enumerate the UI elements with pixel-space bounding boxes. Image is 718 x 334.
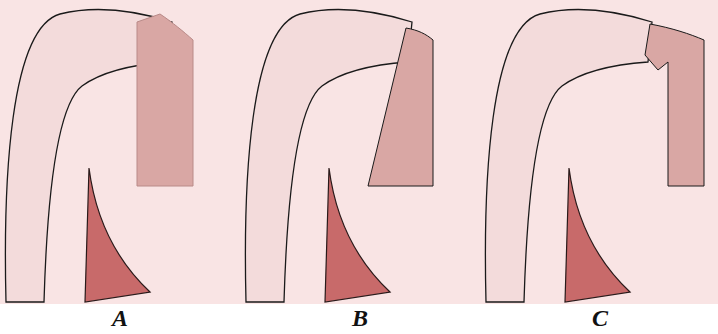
restoration (137, 14, 193, 186)
pulp-horn (85, 168, 150, 302)
panel-letter: C (592, 306, 608, 330)
panel-letter: B (352, 306, 368, 330)
background (0, 0, 718, 304)
restoration (368, 28, 433, 186)
panel-c (485, 9, 704, 302)
restoration (645, 24, 704, 186)
cusp (485, 9, 652, 302)
panel-letter: A (112, 306, 128, 330)
pulp-horn (325, 168, 390, 302)
label-strip (0, 304, 718, 334)
panel-b (245, 9, 433, 302)
panel-a (5, 9, 193, 302)
pulp-horn (565, 168, 630, 302)
